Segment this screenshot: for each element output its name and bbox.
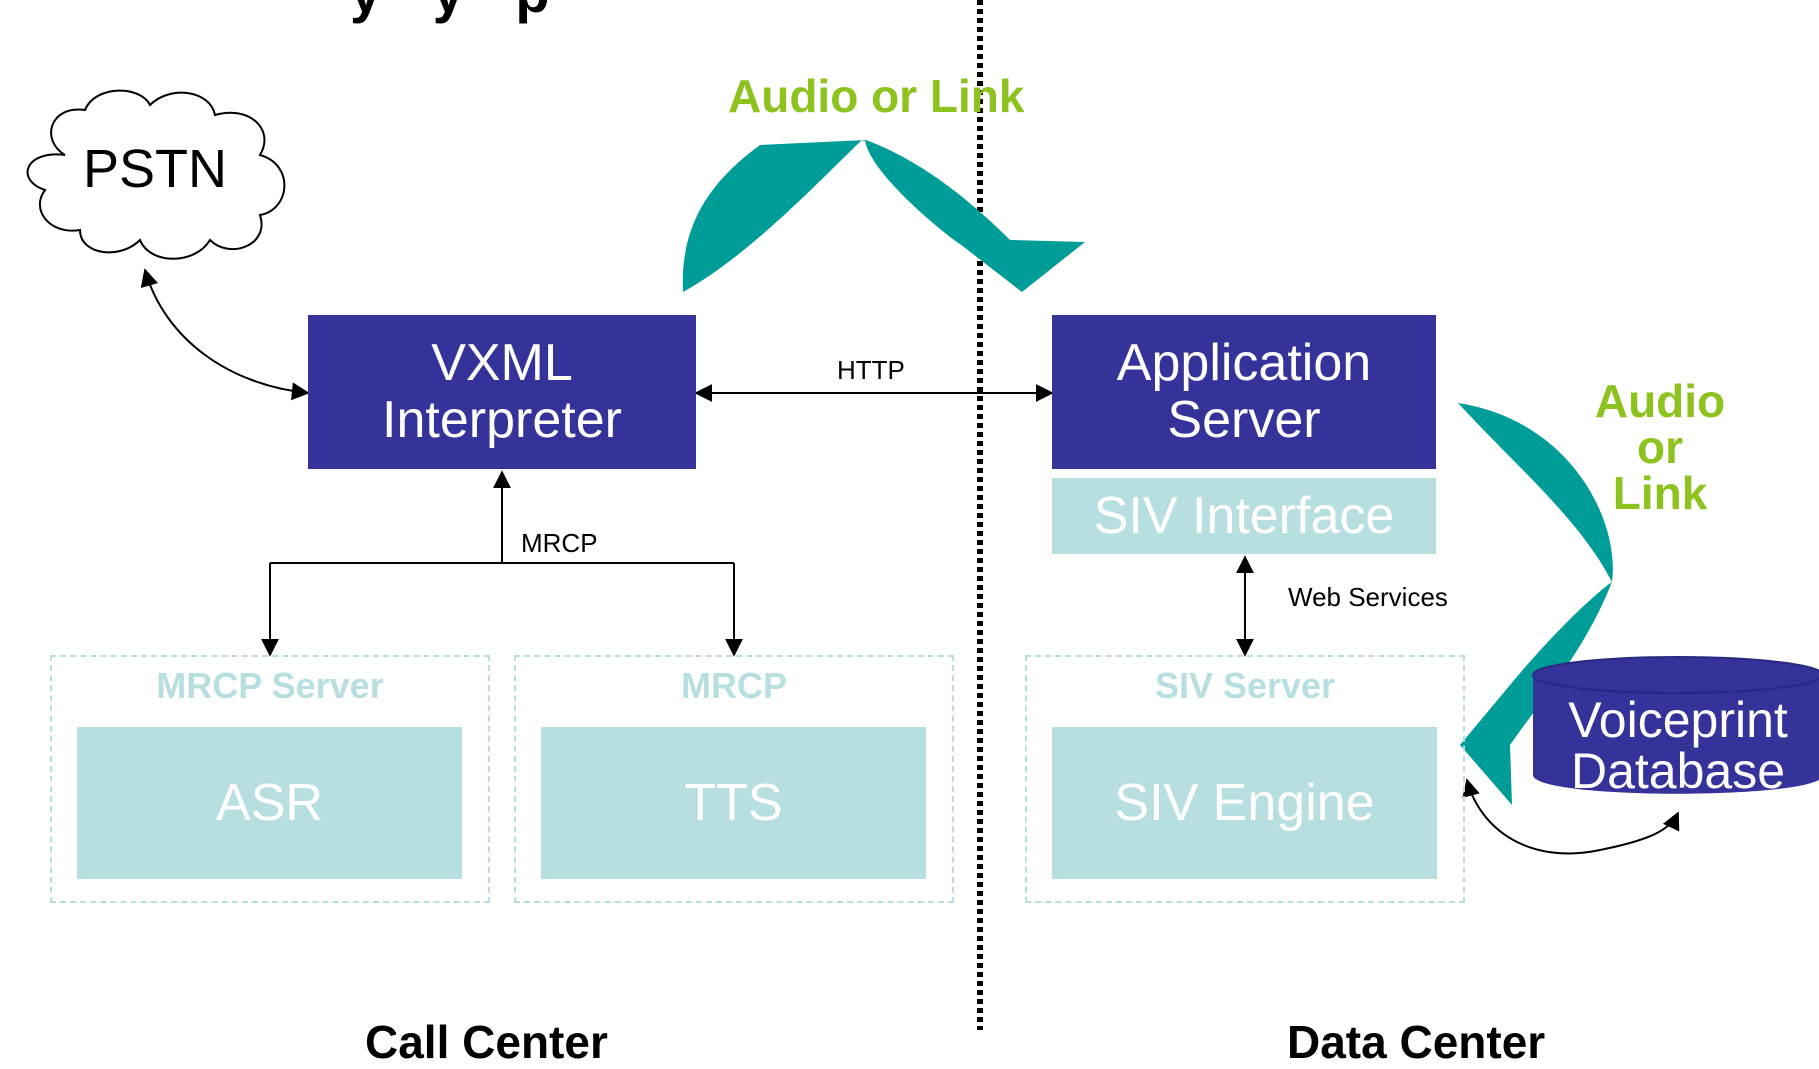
vxml-line1: VXML [431,333,573,392]
asr-box: ASR [77,727,462,879]
vxml-line2: Interpreter [382,391,622,449]
database-line1: Voiceprint [1568,692,1788,748]
siv-interface-box: SIV Interface [1052,478,1436,554]
tts-label: TTS [684,774,783,832]
call-center-label: Call Center [365,1016,608,1068]
database-label: Voiceprint Database [1528,695,1819,797]
application-server-box: Application Server [1052,315,1436,469]
siv-engine-label: SIV Engine [1114,774,1375,832]
teal-arrow-top [682,140,1085,292]
database-cylinder-icon [1532,656,1819,794]
audio-or-link-right-label: Audio or Link [1580,378,1740,516]
http-label: HTTP [837,355,905,385]
siv-server-title: SIV Server [1154,665,1336,706]
mrcp-server-title: MRCP Server [156,665,384,706]
audio-or-link-right-line1: Audio [1594,375,1726,427]
app-server-line2: Server [1167,391,1321,449]
mrcp-group: MRCP [514,655,954,903]
pstn-vxml-connector [140,268,310,401]
mrcp-server-group: MRCP Server [50,655,490,903]
audio-or-link-right-line2: or [1637,421,1683,473]
engine-database-connector [1462,778,1680,855]
tts-box: TTS [541,727,926,879]
app-server-line1: Application [1116,333,1372,392]
vxml-interpreter-box: VXML Interpreter [308,315,696,469]
pstn-label: PSTN [83,139,228,199]
data-center-label: Data Center [1287,1016,1546,1068]
teal-arrow-right [1458,403,1613,805]
audio-or-link-top-label: Audio or Link [728,70,1025,122]
audio-or-link-right-line3: Link [1612,467,1708,519]
siv-interface-label: SIV Interface [1093,487,1395,545]
database-line2: Database [1570,743,1786,799]
siv-engine-box: SIV Engine [1052,727,1437,879]
web-services-label: Web Services [1288,582,1448,612]
siv-server-group: SIV Server [1025,655,1465,903]
pstn-cloud-icon [26,89,286,260]
mrcp-title: MRCP [681,665,787,706]
page-title-fragment: y y p [350,0,568,25]
mrcp-label: MRCP [521,528,598,558]
asr-label: ASR [216,774,323,832]
